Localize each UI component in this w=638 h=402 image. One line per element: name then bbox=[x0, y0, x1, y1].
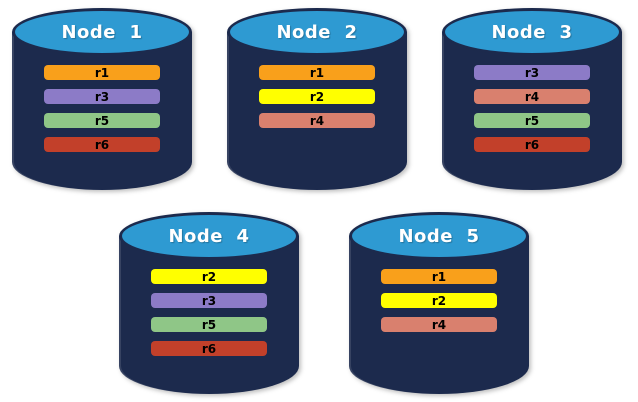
node-title: Node 5 bbox=[398, 225, 480, 247]
replica-bar-r5: r5 bbox=[474, 113, 590, 128]
database-node-node-2: Node 2 r1 r2 r4 bbox=[227, 8, 407, 190]
database-node-node-1: Node 1 r1 r3 r5 r6 bbox=[12, 8, 192, 190]
replica-list: r1 r2 r4 bbox=[259, 65, 375, 128]
replica-bar-r4: r4 bbox=[259, 113, 375, 128]
node-row-bottom: Node 4 r2 r3 r5 r6 Node 5 r1 r2 r4 bbox=[0, 212, 638, 394]
node-title: Node 4 bbox=[168, 225, 250, 247]
cylinder-top: Node 3 bbox=[442, 8, 622, 56]
replica-bar-r2: r2 bbox=[381, 293, 497, 308]
cylinder-top: Node 5 bbox=[349, 212, 529, 260]
node-title: Node 1 bbox=[61, 21, 143, 43]
replica-bar-r3: r3 bbox=[474, 65, 590, 80]
cylinder-top: Node 1 bbox=[12, 8, 192, 56]
replica-bar-r6: r6 bbox=[474, 137, 590, 152]
replica-list: r3 r4 r5 r6 bbox=[474, 65, 590, 152]
replica-bar-r2: r2 bbox=[259, 89, 375, 104]
replica-bar-r5: r5 bbox=[151, 317, 267, 332]
replica-bar-r6: r6 bbox=[44, 137, 160, 152]
cylinder-body bbox=[442, 32, 622, 190]
cylinder-body bbox=[349, 236, 529, 394]
replica-bar-r1: r1 bbox=[44, 65, 160, 80]
replica-list: r1 r3 r5 r6 bbox=[44, 65, 160, 152]
replica-bar-r6: r6 bbox=[151, 341, 267, 356]
node-title: Node 2 bbox=[276, 21, 358, 43]
replica-bar-r3: r3 bbox=[151, 293, 267, 308]
replica-bar-r4: r4 bbox=[474, 89, 590, 104]
replica-list: r1 r2 r4 bbox=[381, 269, 497, 332]
replica-bar-r1: r1 bbox=[381, 269, 497, 284]
replica-list: r2 r3 r5 r6 bbox=[151, 269, 267, 356]
replica-bar-r1: r1 bbox=[259, 65, 375, 80]
cylinder-body bbox=[119, 236, 299, 394]
cylinder-top: Node 2 bbox=[227, 8, 407, 56]
database-node-node-4: Node 4 r2 r3 r5 r6 bbox=[119, 212, 299, 394]
replica-bar-r5: r5 bbox=[44, 113, 160, 128]
cylinder-top: Node 4 bbox=[119, 212, 299, 260]
replica-bar-r3: r3 bbox=[44, 89, 160, 104]
replica-bar-r4: r4 bbox=[381, 317, 497, 332]
database-node-node-3: Node 3 r3 r4 r5 r6 bbox=[442, 8, 622, 190]
node-title: Node 3 bbox=[491, 21, 573, 43]
database-node-node-5: Node 5 r1 r2 r4 bbox=[349, 212, 529, 394]
replica-bar-r2: r2 bbox=[151, 269, 267, 284]
cylinder-body bbox=[227, 32, 407, 190]
cylinder-body bbox=[12, 32, 192, 190]
